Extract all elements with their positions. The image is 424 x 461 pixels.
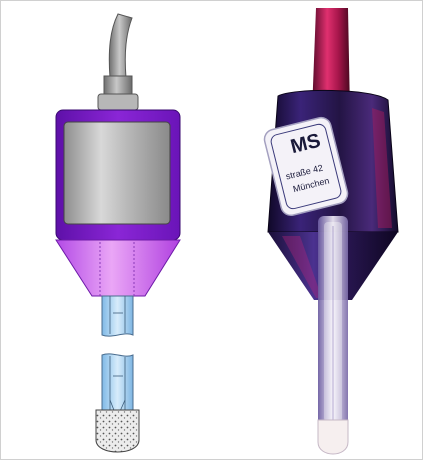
sensor-schematic bbox=[0, 0, 212, 461]
glass-tube-lower bbox=[102, 354, 133, 410]
sensor-photo: MS straße 42 München bbox=[212, 0, 424, 461]
housing-face bbox=[64, 122, 170, 224]
cable-drawing bbox=[109, 14, 132, 78]
frit-drawing bbox=[96, 410, 139, 452]
glass-tube-upper bbox=[102, 296, 133, 336]
tip-photo bbox=[318, 420, 348, 454]
cone-drawing bbox=[56, 240, 180, 296]
connector-drawing bbox=[104, 76, 132, 96]
